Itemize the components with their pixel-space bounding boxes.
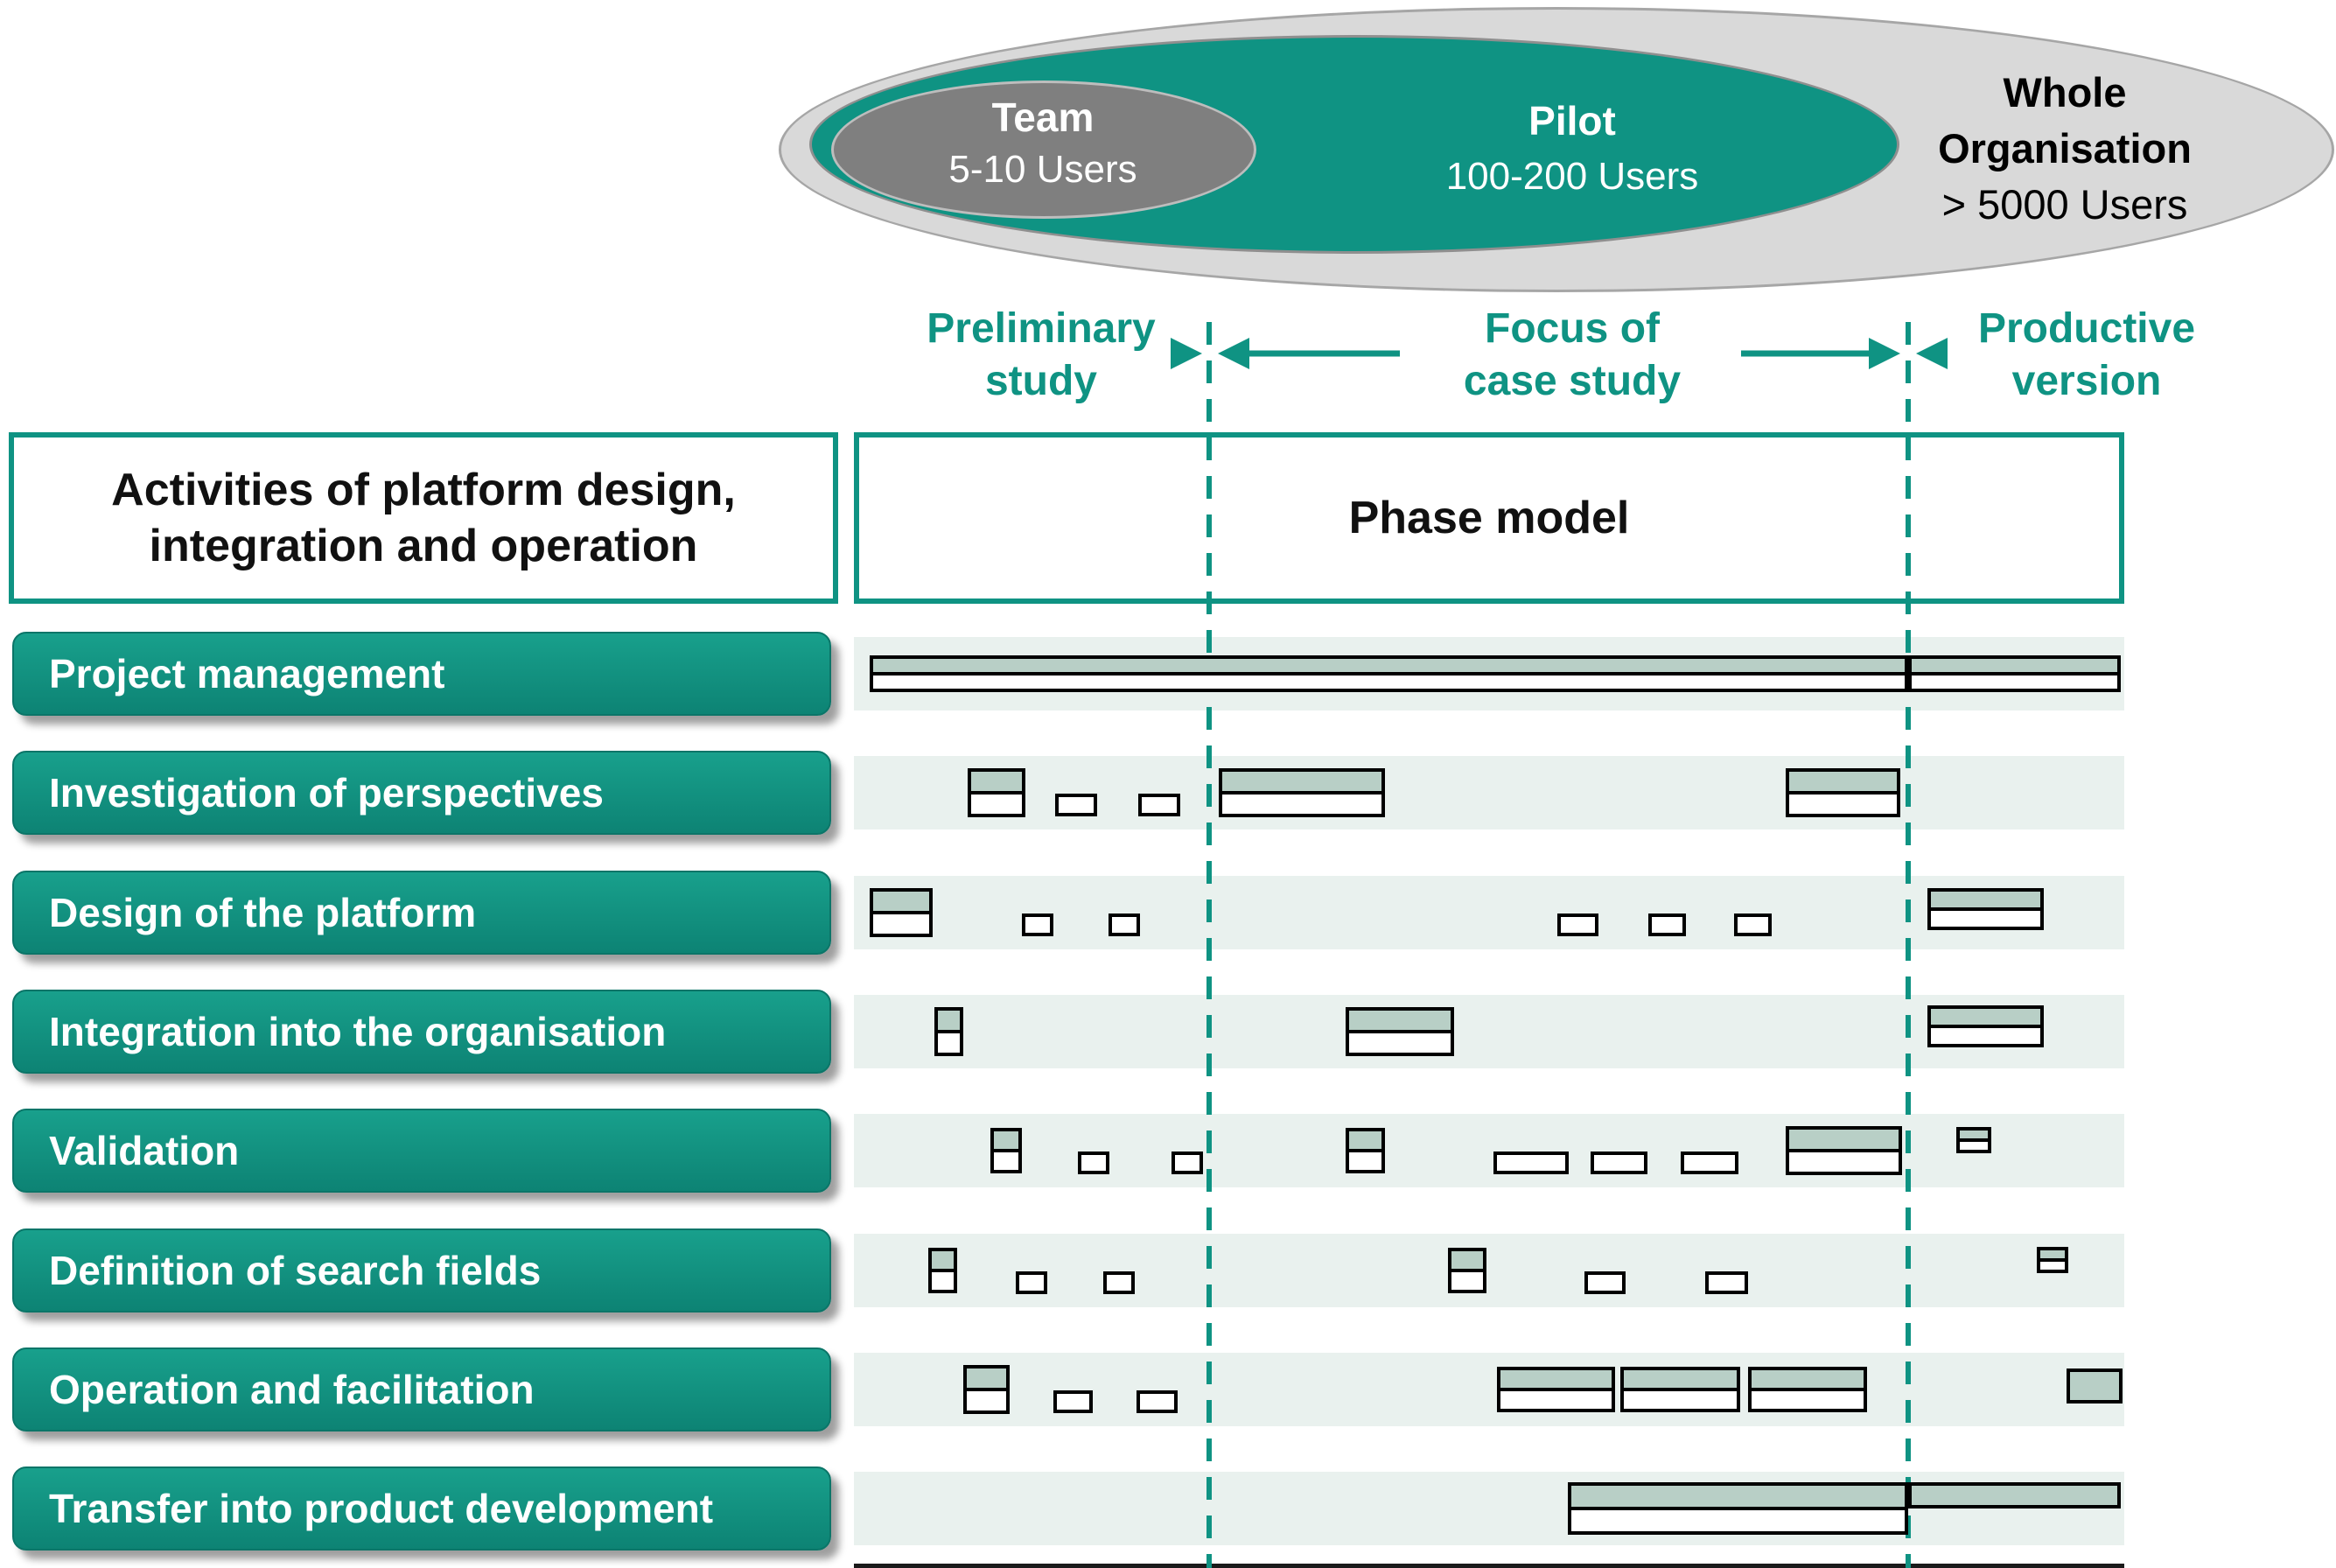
gantt-bar — [928, 1247, 957, 1293]
gantt-bar — [1620, 1366, 1740, 1412]
activity-pill: Design of the platform — [12, 870, 831, 955]
row-stripe — [854, 1233, 2124, 1307]
phase-label-line: Focus of — [1485, 305, 1660, 352]
whole-line2: Organisation — [1938, 125, 2192, 172]
gantt-bar — [1053, 1390, 1093, 1413]
gantt-bar — [1171, 1152, 1203, 1175]
activity-pill: Project management — [12, 632, 831, 716]
team-ellipse — [831, 80, 1256, 219]
activity-pill: Operation and facilitation — [12, 1347, 831, 1432]
gantt-bar — [1138, 794, 1180, 817]
phase-label-line: Productive — [1977, 305, 2196, 352]
gantt-bar — [1493, 1152, 1569, 1175]
gantt-bar — [1078, 1152, 1109, 1175]
gantt-bar — [1927, 887, 2044, 930]
gantt-bar — [870, 887, 933, 937]
activity-label: Definition of search fields — [49, 1247, 542, 1293]
activity-pill: Integration into the organisation — [12, 989, 831, 1074]
chart-area — [854, 608, 2124, 1568]
phase-label-line: study — [984, 358, 1097, 404]
gantt-bar — [1346, 1006, 1454, 1056]
gantt-bar — [1927, 1004, 2044, 1047]
pilot-label: Pilot 100-200 Users — [1375, 93, 1769, 205]
activities-header-line2: integration and operation — [149, 521, 698, 571]
pilot-title: Pilot — [1528, 98, 1616, 144]
phase-label-productive-version: Productive version — [1920, 303, 2253, 408]
gantt-bar — [1908, 1482, 2121, 1509]
gantt-bar — [1103, 1270, 1135, 1294]
activity-label: Design of the platform — [49, 889, 477, 935]
gantt-bar — [1748, 1366, 1867, 1412]
activity-pill: Investigation of perspectives — [12, 751, 831, 836]
activity-label: Investigation of perspectives — [49, 770, 604, 816]
gantt-bar — [1956, 1127, 1991, 1154]
row-stripe — [854, 756, 2124, 830]
activity-pill: Validation — [12, 1109, 831, 1194]
gantt-bar — [1022, 913, 1053, 936]
gantt-bar — [1734, 913, 1772, 936]
activities-header-box: Activities of platform design, integrati… — [9, 432, 838, 604]
phase-model-header-box: Phase model — [854, 432, 2124, 604]
team-subtitle: 5-10 Users — [948, 148, 1137, 191]
gantt-bar — [1648, 913, 1686, 936]
gantt-bar — [963, 1364, 1010, 1414]
gantt-bar — [1137, 1390, 1178, 1413]
team-title: Team — [991, 94, 1095, 140]
gantt-bar — [1681, 1152, 1738, 1175]
whole-organisation-label: Whole Organisation > 5000 Users — [1890, 65, 2240, 233]
gantt-bar — [1448, 1247, 1486, 1293]
whole-line3: > 5000 Users — [1941, 181, 2188, 228]
gantt-bar — [1557, 913, 1598, 936]
phase-model-title: Phase model — [1348, 493, 1630, 543]
gantt-bar — [1497, 1366, 1615, 1412]
gantt-bar — [934, 1006, 963, 1056]
activity-label: Operation and facilitation — [49, 1366, 535, 1412]
phase-label-preliminary-study: Preliminary study — [892, 303, 1190, 408]
gantt-bar — [1016, 1270, 1047, 1294]
row-stripe — [854, 994, 2124, 1068]
gantt-bar — [1908, 655, 2121, 692]
phase-label-line: Preliminary — [927, 305, 1156, 352]
whole-line1: Whole — [2003, 69, 2127, 116]
gantt-bar — [1786, 1126, 1902, 1176]
activities-header-line1: Activities of platform design, — [111, 465, 736, 515]
phase-label-line: version — [2011, 358, 2162, 404]
gantt-bar — [2067, 1368, 2123, 1404]
phase-label-line: case study — [1463, 358, 1682, 404]
gantt-bar — [968, 768, 1025, 818]
gantt-bar — [1786, 768, 1900, 818]
activity-pill: Transfer into product development — [12, 1466, 831, 1551]
phase-label-focus-of-case-study: Focus of case study — [1397, 303, 1747, 408]
gantt-bar — [1584, 1270, 1626, 1294]
gantt-bar — [990, 1128, 1022, 1174]
arrow-right-icon — [1869, 338, 1900, 369]
activity-label: Transfer into product development — [49, 1486, 714, 1532]
gantt-bar — [2037, 1246, 2068, 1273]
activity-pill: Definition of search fields — [12, 1228, 831, 1312]
team-label: Team 5-10 Users — [846, 91, 1240, 196]
gantt-bar — [1055, 794, 1097, 817]
row-stripe — [854, 1352, 2124, 1426]
arrow-left-icon — [1218, 338, 1249, 369]
activity-label: Integration into the organisation — [49, 1008, 667, 1054]
phase-divider-line — [1206, 322, 1212, 1568]
pilot-subtitle: 100-200 Users — [1445, 155, 1699, 198]
row-stripe — [854, 1114, 2124, 1188]
gantt-bar — [1109, 913, 1140, 936]
row-stripe — [854, 875, 2124, 949]
gantt-bar — [1568, 1482, 1908, 1536]
gantt-bar — [1219, 768, 1385, 818]
activity-label: Project management — [49, 651, 445, 696]
phase-divider-line — [1906, 322, 1911, 1568]
gantt-bar — [1346, 1128, 1385, 1174]
gantt-bar — [1705, 1270, 1748, 1294]
gantt-bar — [870, 655, 1908, 692]
activity-label: Validation — [49, 1128, 240, 1174]
gantt-bar — [1591, 1152, 1647, 1175]
